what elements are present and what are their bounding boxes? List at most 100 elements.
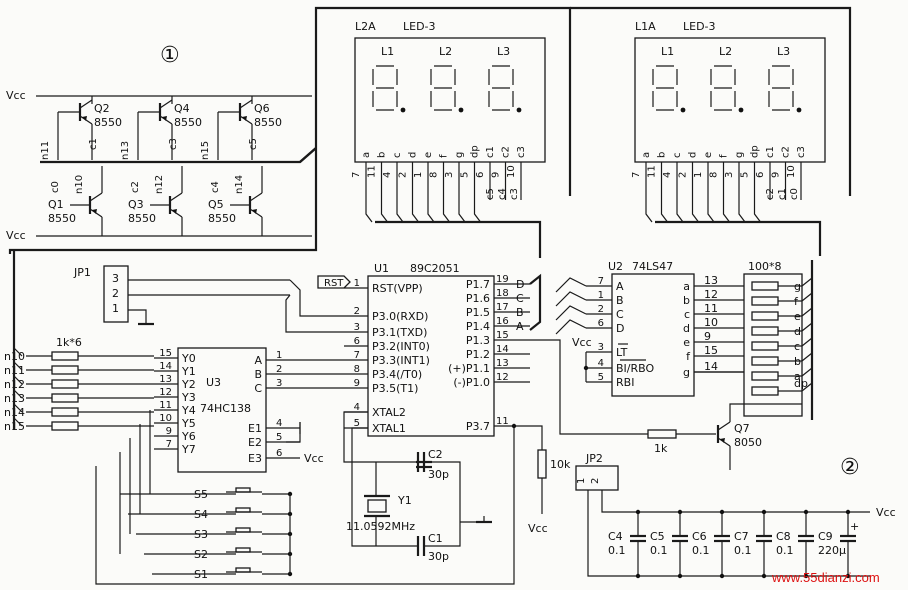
decimal-point: [680, 107, 686, 113]
led-pin-name: g: [734, 152, 745, 158]
transistor-arrow: [172, 209, 177, 214]
led-pin-number: 7: [351, 172, 362, 178]
led-pin-number: 1: [693, 172, 704, 178]
pin-number: 9: [704, 330, 711, 343]
pin-name: P3.3(INT1): [372, 354, 430, 367]
cap-ref: C1: [428, 532, 443, 545]
transistor-arrow: [162, 116, 167, 121]
pin-number: 8: [354, 364, 360, 375]
u2-ref: U2: [608, 260, 623, 273]
pin-number: 1: [598, 290, 604, 301]
wire: [707, 200, 715, 223]
jp1-pin: 1: [112, 302, 119, 315]
section-label-1: ①: [160, 43, 180, 68]
led-pin-name: c1: [485, 146, 496, 158]
section-label-2: ②: [840, 455, 860, 480]
junction-dot: [719, 573, 725, 579]
seven-segment-digit: [768, 65, 794, 111]
led-pin-name: a: [361, 152, 372, 158]
led-pin-name: a: [641, 152, 652, 158]
wire: [587, 490, 870, 577]
cap-ref: C6: [692, 530, 707, 543]
vcc-label: Vcc: [876, 506, 896, 519]
led-pin-name: c2: [501, 146, 512, 158]
jp1-pin: 2: [112, 287, 119, 300]
led-pin-number: 3: [444, 172, 455, 178]
transistor-lead: [89, 192, 103, 202]
vcc-label: Vcc: [304, 452, 324, 465]
pin-number: 6: [598, 318, 604, 329]
pin-name: P3.5(T1): [372, 382, 418, 395]
led-pin-number: 5: [460, 172, 471, 178]
led-pin-number: 7: [631, 172, 642, 178]
pin-number: 12: [704, 288, 718, 301]
led-pin-number: 2: [398, 172, 409, 178]
net-label: c3: [168, 138, 179, 150]
resistor-value: 1k: [654, 442, 668, 455]
pin-number: 18: [496, 288, 509, 299]
junction-dot: [677, 509, 683, 515]
net-label: n13: [120, 141, 131, 160]
resistor-array-label: 1k*6: [56, 336, 82, 349]
pin-number: 4: [354, 402, 360, 413]
led-pin-number: 9: [771, 172, 782, 178]
common-label: c4: [497, 188, 508, 200]
pin-name: C: [616, 308, 624, 321]
wire: [351, 427, 418, 547]
transistor-ref: Q2: [94, 102, 110, 115]
pin-name: LT: [616, 346, 628, 359]
pin-name: D: [616, 322, 624, 335]
led-name: LED-3: [403, 20, 436, 33]
led-pin-name: dp: [750, 145, 761, 158]
led-pin-number: 1: [413, 172, 424, 178]
wire: [95, 426, 515, 585]
wire: [801, 352, 813, 362]
wire: [555, 319, 587, 335]
bus-letter: C: [516, 292, 524, 305]
u1-part: 89C2051: [410, 262, 460, 275]
wire: [722, 200, 730, 223]
pin-name: Y1: [181, 365, 196, 378]
digit-label: L1: [381, 45, 394, 58]
led-name: LED-3: [683, 20, 716, 33]
pin-number: 14: [496, 344, 509, 355]
pin-name: Y2: [181, 378, 196, 391]
wire: [753, 200, 761, 223]
pin-number: 15: [159, 348, 172, 359]
resistor: [751, 296, 779, 306]
pin-number: 11: [704, 302, 718, 315]
u2-part: 74LS47: [632, 260, 673, 273]
wire: [729, 403, 744, 422]
seven-segment-digit: [430, 65, 456, 111]
segment-label: c: [794, 340, 800, 353]
transistor-lead: [717, 421, 731, 431]
pin-name: (+)P1.1: [448, 362, 490, 375]
frame-wire: [570, 6, 852, 196]
cap-ref: C8: [776, 530, 791, 543]
pin-name: Y6: [181, 430, 196, 443]
resistor: [751, 371, 779, 381]
transistor-part: 8550: [128, 212, 156, 225]
crystal-ref: Y1: [397, 494, 412, 507]
led-display-L1A: [634, 37, 826, 163]
u1-ref: U1: [374, 262, 389, 275]
q7-ref: Q7: [734, 422, 750, 435]
pin-number: 4: [598, 358, 604, 369]
wire: [442, 200, 450, 223]
pin-name: P1.7: [466, 278, 490, 291]
transistor-lead: [169, 192, 183, 202]
segment-label: f: [794, 295, 799, 308]
pin-name: Y5: [181, 417, 196, 430]
pin-name: P3.0(RXD): [372, 310, 428, 323]
wire: [343, 411, 418, 463]
wire: [801, 337, 813, 347]
pin-name: Y7: [181, 443, 196, 456]
wire: [13, 417, 23, 427]
cap-value: 0.1: [608, 544, 626, 557]
led-pin-number: 11: [647, 165, 658, 178]
cap-value: 30p: [428, 468, 449, 481]
jp2-ref: JP2: [585, 452, 603, 465]
decimal-point: [516, 107, 522, 113]
